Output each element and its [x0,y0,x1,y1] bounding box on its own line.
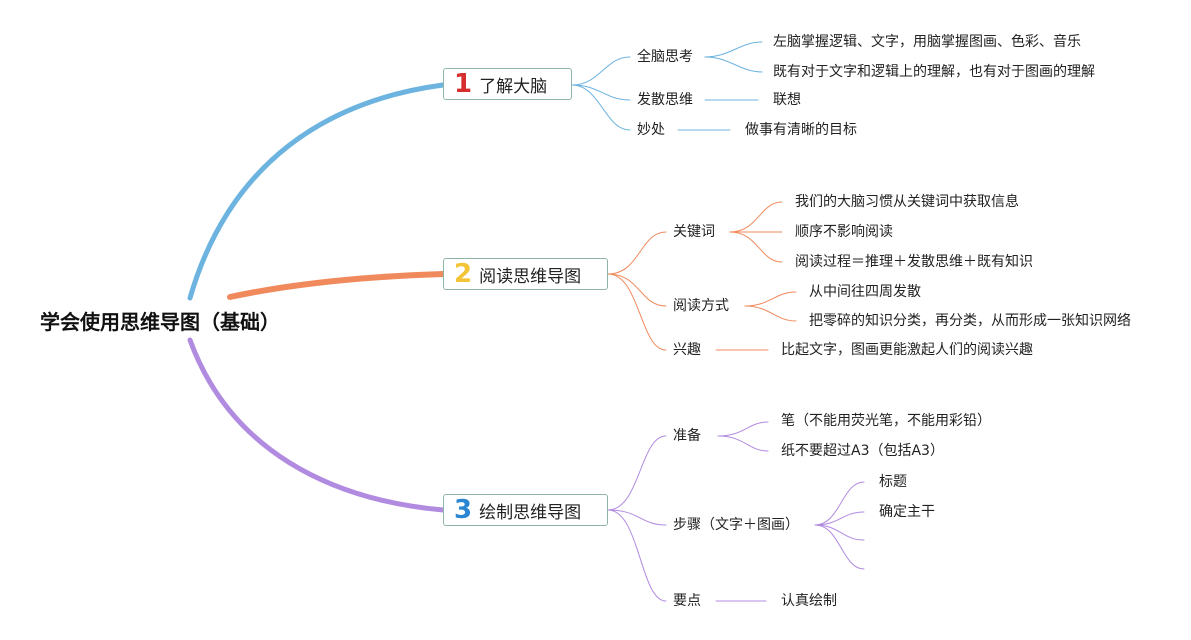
subtopic-reading-method[interactable]: 阅读方式 [673,298,729,314]
leaf-topic[interactable]: 认真绘制 [781,593,837,609]
subtopic-steps[interactable]: 步骤（文字＋图画） [673,517,799,533]
subtopic-preparation[interactable]: 准备 [673,428,701,444]
number-badge-3: 3 [454,495,473,525]
main-branch-1-line [187,82,446,301]
leaf-topic[interactable]: 顺序不影响阅读 [795,224,893,240]
leaf-topic[interactable]: 我们的大脑习惯从关键词中获取信息 [795,194,1019,210]
leaf-topic[interactable]: 联想 [773,92,801,108]
leaf-topic[interactable]: 确定主干 [879,504,935,520]
leaf-topic[interactable]: 做事有清晰的目标 [745,122,857,138]
leaf-topic[interactable]: 比起文字，图画更能激起人们的阅读兴趣 [781,342,1033,358]
main-topic-2[interactable]: 2 阅读思维导图 [443,258,608,290]
subtopic-interest[interactable]: 兴趣 [673,342,701,358]
subtopic-keywords[interactable]: 关键词 [673,224,715,240]
main-topic-3-label: 绘制思维导图 [479,502,582,523]
number-badge-2: 2 [454,259,473,289]
main-topic-1[interactable]: 1 了解大脑 [443,68,572,100]
main-topic-1-label: 了解大脑 [479,76,548,97]
main-branch-3-line [187,337,446,513]
subtopic-whole-brain[interactable]: 全脑思考 [637,49,693,65]
leaf-topic[interactable]: 左脑掌握逻辑、文字，用脑掌握图画、色彩、音乐 [773,34,1081,50]
leaf-topic[interactable]: 把零碎的知识分类，再分类，从而形成一张知识网络 [809,313,1131,329]
main-topic-3[interactable]: 3 绘制思维导图 [443,494,608,526]
leaf-topic[interactable]: 标题 [879,474,907,490]
subtopic-divergent[interactable]: 发散思维 [637,92,693,108]
number-badge-1: 1 [454,69,473,99]
subtopic-key-points[interactable]: 要点 [673,593,701,609]
leaf-topic[interactable]: 从中间往四周发散 [809,284,921,300]
leaf-topic[interactable]: 既有对于文字和逻辑上的理解，也有对于图画的理解 [773,64,1095,80]
subtopic-benefit[interactable]: 妙处 [637,122,665,138]
main-branch-2-line [227,271,446,300]
leaf-topic[interactable]: 阅读过程＝推理＋发散思维＋既有知识 [795,254,1033,270]
root-topic[interactable]: 学会使用思维导图（基础） [40,310,280,334]
main-topic-2-label: 阅读思维导图 [479,266,582,287]
leaf-topic[interactable]: 纸不要超过A3（包括A3） [781,443,944,459]
leaf-topic[interactable]: 笔（不能用荧光笔，不能用彩铅） [781,413,991,429]
